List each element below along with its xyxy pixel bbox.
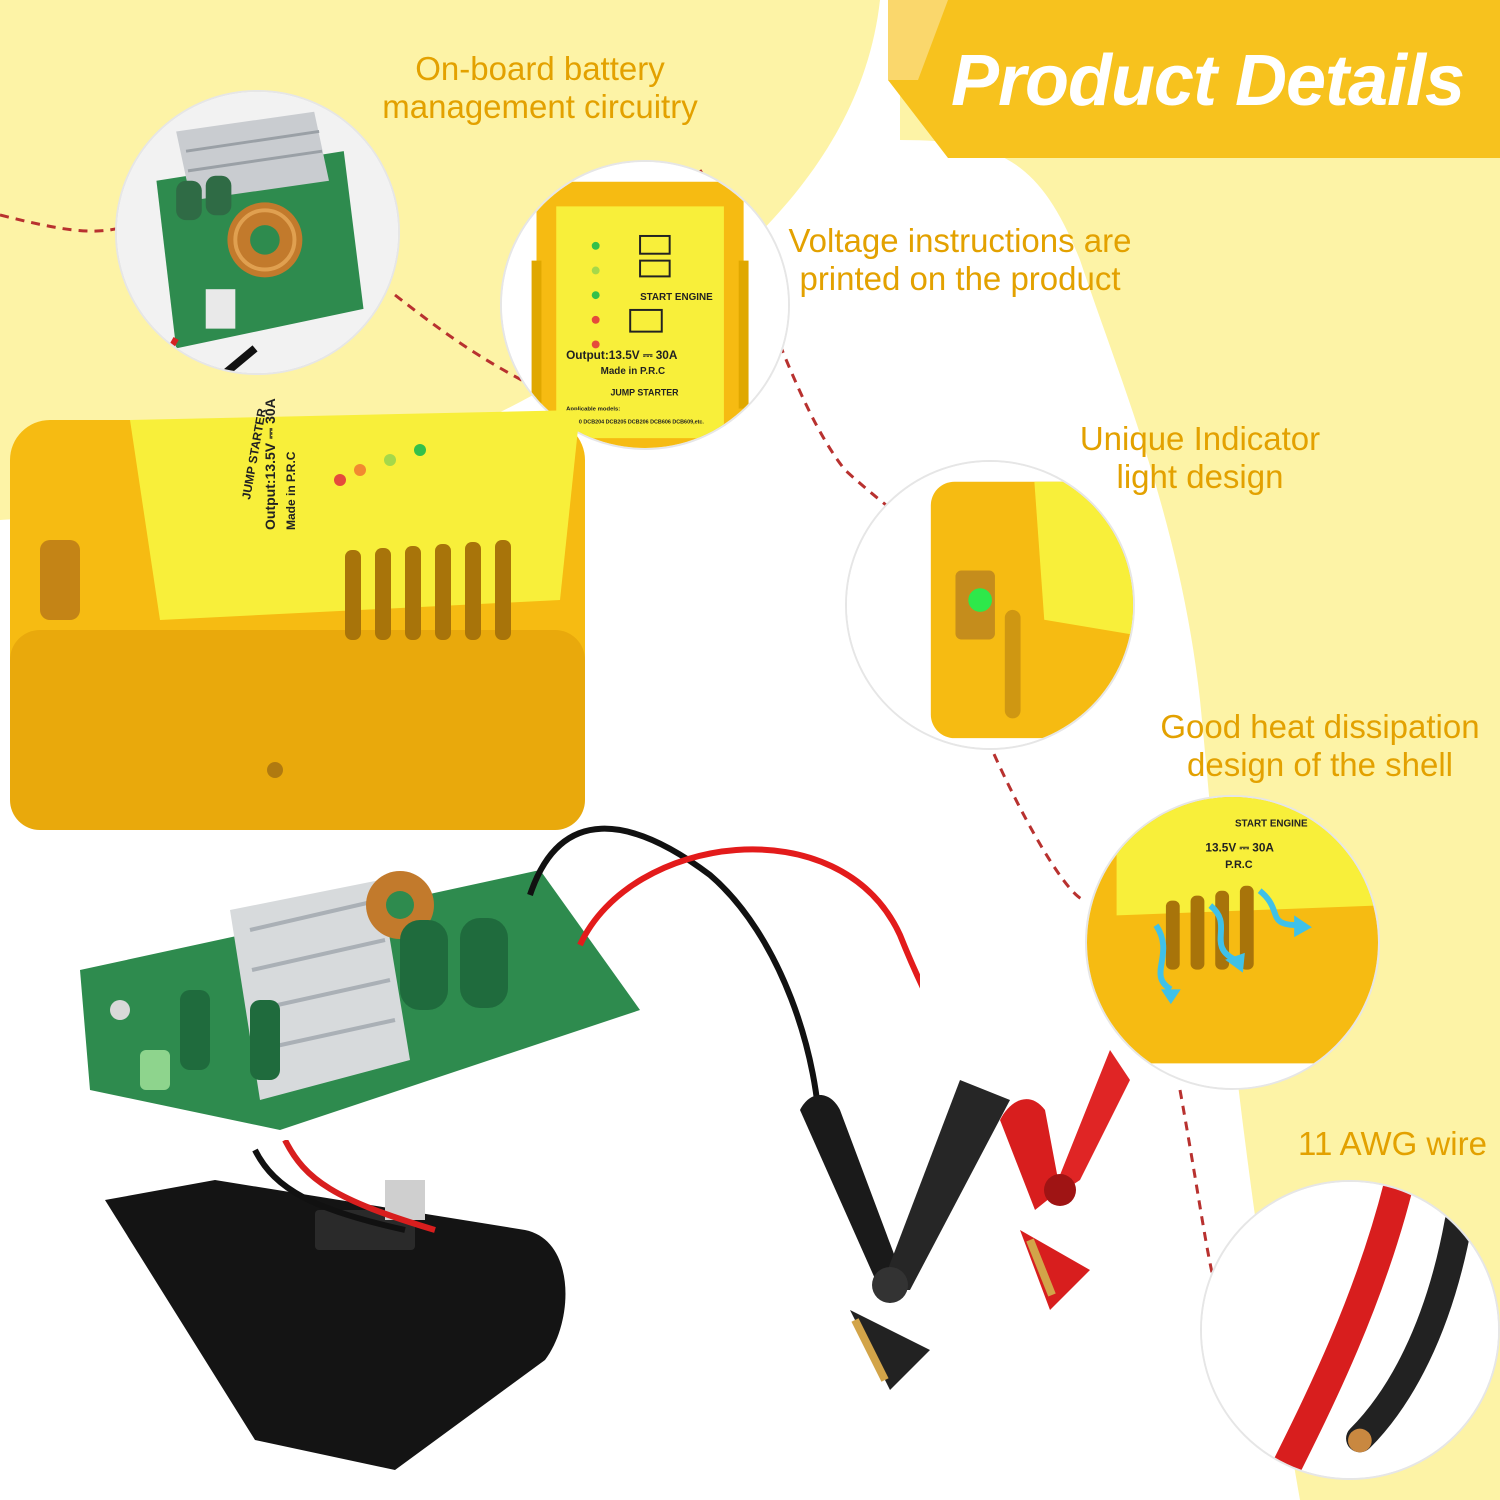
callout-indicator: Unique Indicator light design <box>1040 420 1360 500</box>
indicator-light-closeup-image <box>847 462 1133 748</box>
circle-indicator-light <box>845 460 1135 750</box>
dashed-line-bottom <box>1178 1089 1222 1301</box>
callout-indicator-line2: light design <box>1116 458 1284 495</box>
awg-wire-closeup-image <box>1202 1182 1498 1478</box>
circle-heat-dissipation: 13.5V ⎓ 30A P.R.C START ENGINE <box>1085 795 1380 1090</box>
heat-label-start: START ENGINE <box>1235 819 1308 830</box>
label-applicable-text: Applicable models: <box>566 407 620 413</box>
callout-indicator-line1: Unique Indicator <box>1079 420 1321 457</box>
page-title: Product Details <box>950 41 1465 121</box>
label-start-engine-text: START ENGINE <box>640 292 713 303</box>
callout-wire-line1: 11 AWG wire <box>1298 1125 1487 1162</box>
product-made-in-text: Made in P.R.C <box>284 451 298 530</box>
callout-wire: 11 AWG wire <box>1285 1125 1500 1165</box>
circle-bms-circuit <box>115 90 400 375</box>
label-title-text: JUMP STARTER <box>610 388 679 398</box>
callout-bms: On-board battery management circuitry <box>360 50 720 130</box>
callout-voltage-line2: printed on the product <box>799 260 1121 297</box>
label-models-text: DCB200 DCB204 DCB205 DCB206 DCB606 DCB60… <box>561 419 704 425</box>
title-banner <box>888 0 1500 158</box>
jump-starter-adapter-image: Output:13.5V ⎓ 30A Made in P.R.C JUMP ST… <box>10 398 585 830</box>
callout-heat-line2: design of the shell <box>1186 746 1453 783</box>
callout-voltage-line1: Voltage instructions are <box>788 222 1132 259</box>
dashed-line-left <box>0 213 121 233</box>
voltage-label-closeup-image: START ENGINE Output:13.5V ⎓ 30A Made in … <box>502 162 788 448</box>
circle-voltage-label: START ENGINE Output:13.5V ⎓ 30A Made in … <box>500 160 790 450</box>
callout-bms-line2: management circuitry <box>382 88 698 125</box>
heat-label-made: P.R.C <box>1225 859 1253 871</box>
callout-heat-line1: Good heat dissipation <box>1160 708 1480 745</box>
battery-cover-plate-image <box>105 1140 566 1470</box>
circuit-board-closeup-image <box>117 92 398 373</box>
dashed-line-mid <box>394 293 546 394</box>
label-output-text: Output:13.5V ⎓ 30A <box>566 348 678 362</box>
callout-bms-line1: On-board battery <box>415 50 665 87</box>
heat-label-output: 13.5V ⎓ 30A <box>1205 840 1274 854</box>
dashed-line-lower <box>973 709 1086 902</box>
callout-heat: Good heat dissipation design of the shel… <box>1140 708 1500 788</box>
circle-awg-wire <box>1200 1180 1500 1480</box>
clamps-image <box>800 1050 1130 1390</box>
callout-voltage: Voltage instructions are printed on the … <box>760 222 1160 302</box>
circuit-board-image <box>80 870 640 1130</box>
cables-image <box>527 825 920 1146</box>
heat-dissipation-closeup-image: 13.5V ⎓ 30A P.R.C START ENGINE <box>1087 797 1378 1088</box>
product-output-text: Output:13.5V ⎓ 30A <box>262 398 278 530</box>
label-made-in-text: Made in P.R.C <box>601 366 665 377</box>
